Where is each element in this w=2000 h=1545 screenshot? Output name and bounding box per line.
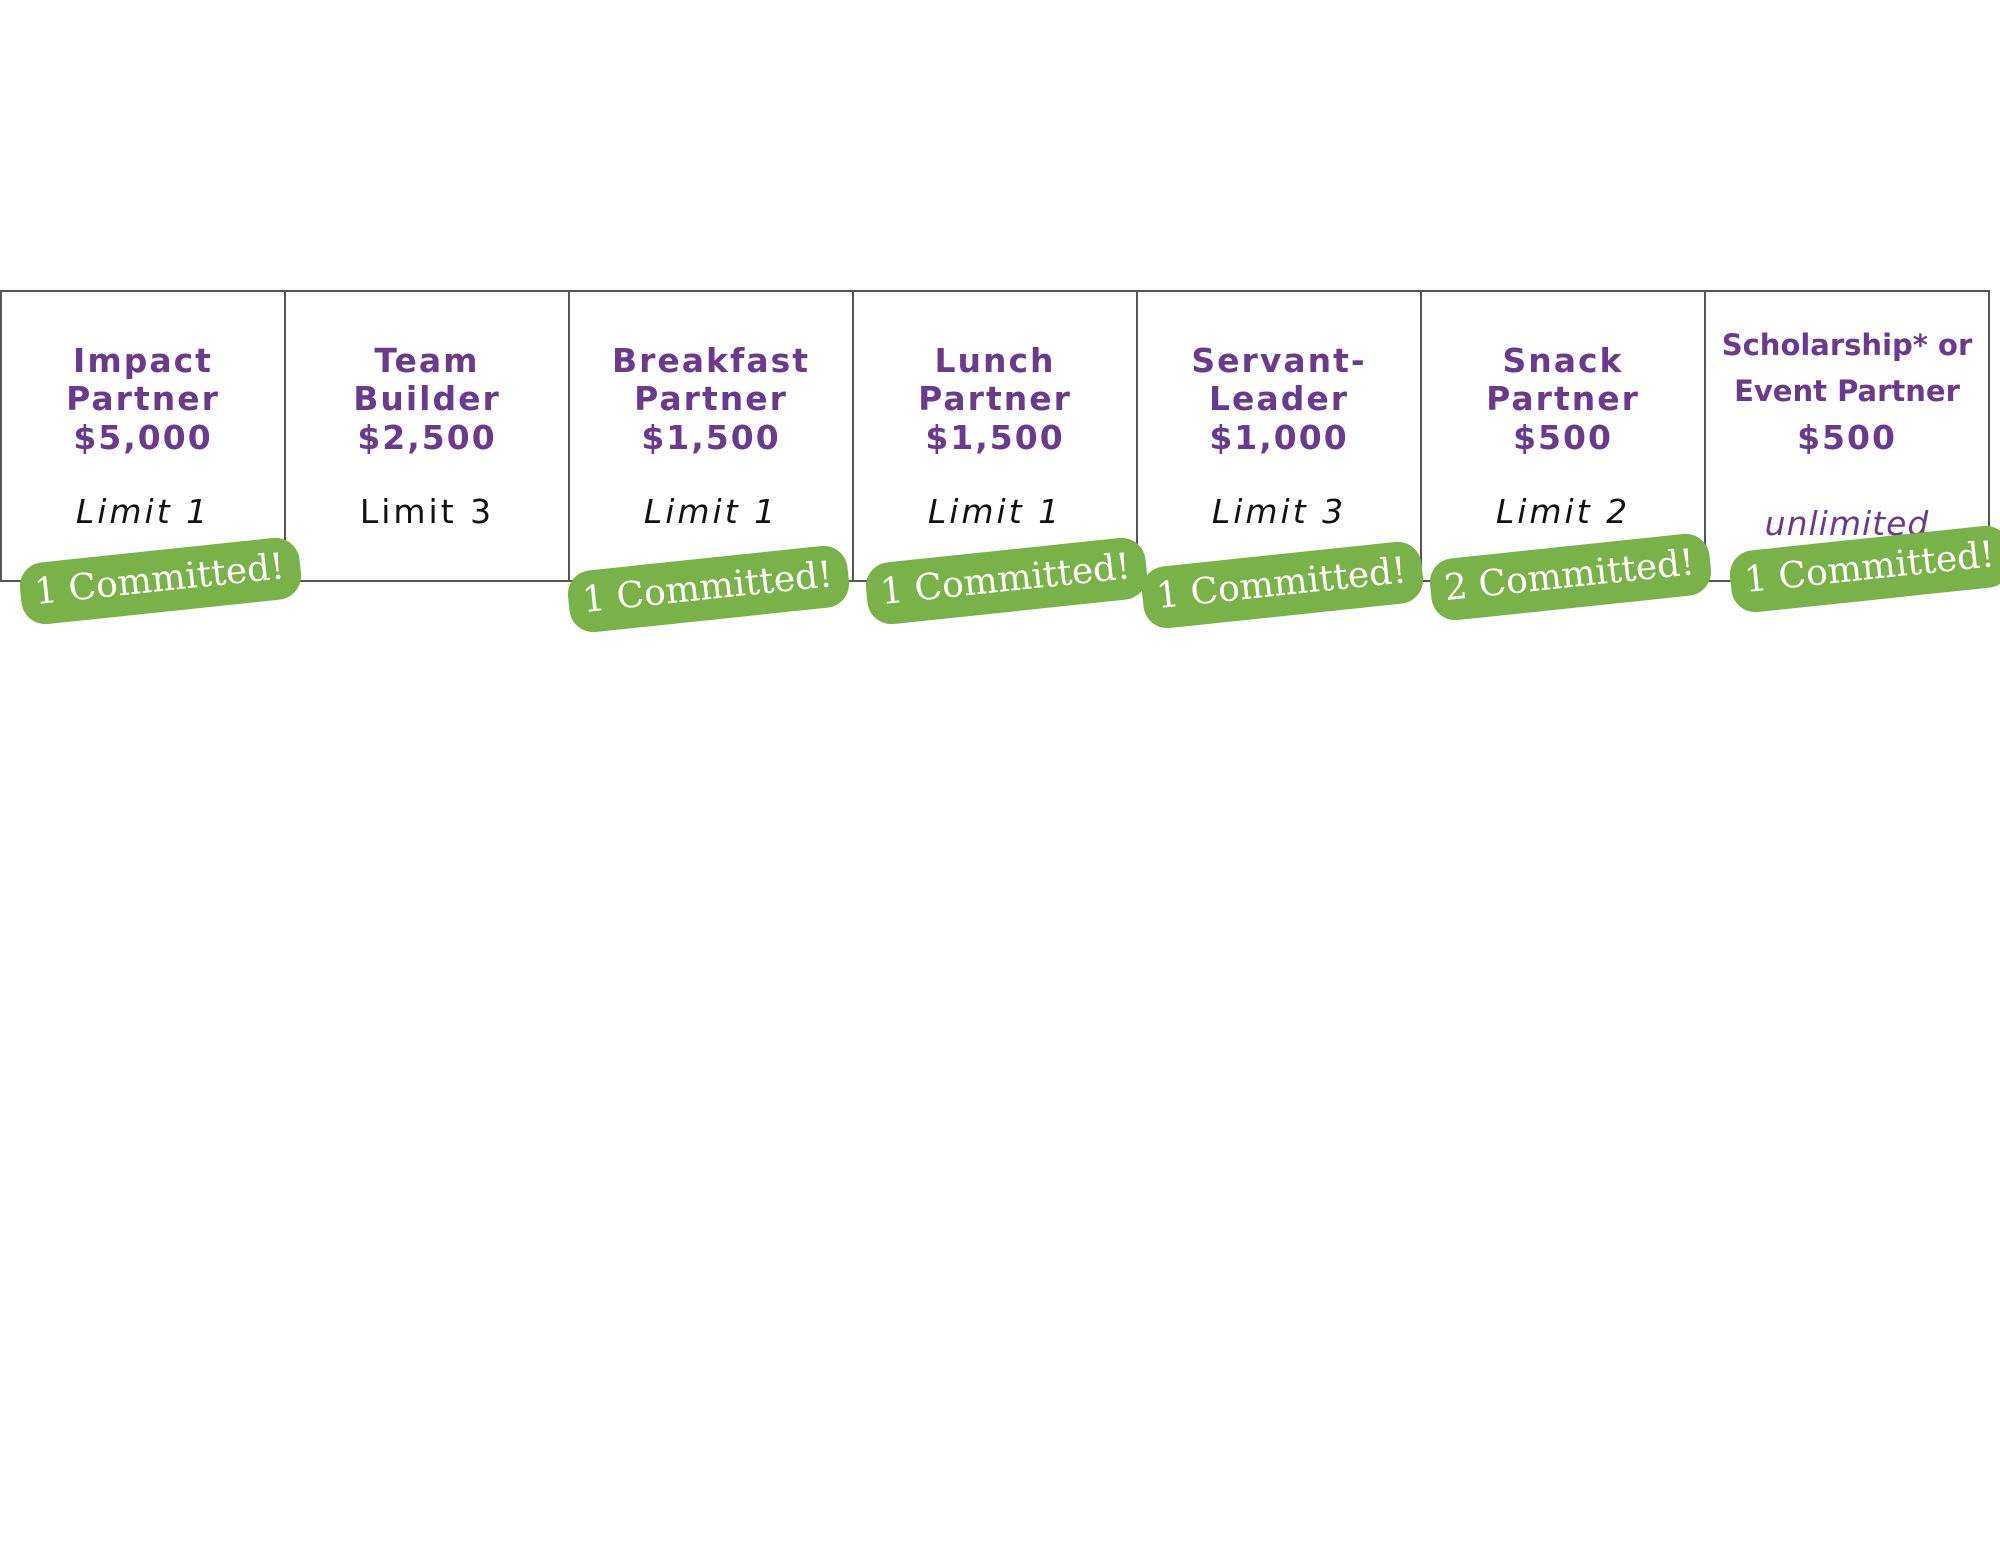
tier-name: Lunch Partner (918, 341, 1072, 418)
tier-limit: Limit 3 (1211, 492, 1347, 531)
tier-price: $1,000 (1209, 418, 1349, 457)
tier-price: $5,000 (73, 418, 213, 457)
sponsorship-tiers: Impact Partner $5,000 Limit 1 Team Build… (0, 290, 2000, 582)
tier-name: Snack Partner (1486, 341, 1640, 418)
tier-snack-partner: Snack Partner $500 Limit 2 (1420, 290, 1706, 582)
tier-scholarship-event-partner: Scholarship* or Event Partner $500 unlim… (1704, 290, 1990, 582)
tier-breakfast-partner: Breakfast Partner $1,500 Limit 1 (568, 290, 854, 582)
tier-name: Servant- Leader (1191, 341, 1367, 418)
tier-lunch-partner: Lunch Partner $1,500 Limit 1 (852, 290, 1138, 582)
tier-impact-partner: Impact Partner $5,000 Limit 1 (0, 290, 286, 582)
tier-price: $500 (1513, 418, 1613, 457)
tier-price: $1,500 (641, 418, 781, 457)
tier-limit: Limit 2 (1495, 492, 1631, 531)
tier-price: $500 (1797, 418, 1897, 457)
tier-team-builder: Team Builder $2,500 Limit 3 (284, 290, 570, 582)
tier-price: $2,500 (357, 418, 497, 457)
tier-name: Breakfast Partner (611, 341, 811, 418)
tier-limit: Limit 1 (75, 492, 211, 531)
tier-name: Team Builder (353, 341, 501, 418)
tier-name: Impact Partner (66, 341, 220, 418)
tier-limit: Limit 1 (643, 492, 779, 531)
tier-name: Scholarship* or Event Partner (1721, 328, 1973, 408)
tier-limit: Limit 3 (359, 492, 495, 531)
tier-price: $1,500 (925, 418, 1065, 457)
tier-servant-leader: Servant- Leader $1,000 Limit 3 (1136, 290, 1422, 582)
tier-limit: Limit 1 (927, 492, 1063, 531)
